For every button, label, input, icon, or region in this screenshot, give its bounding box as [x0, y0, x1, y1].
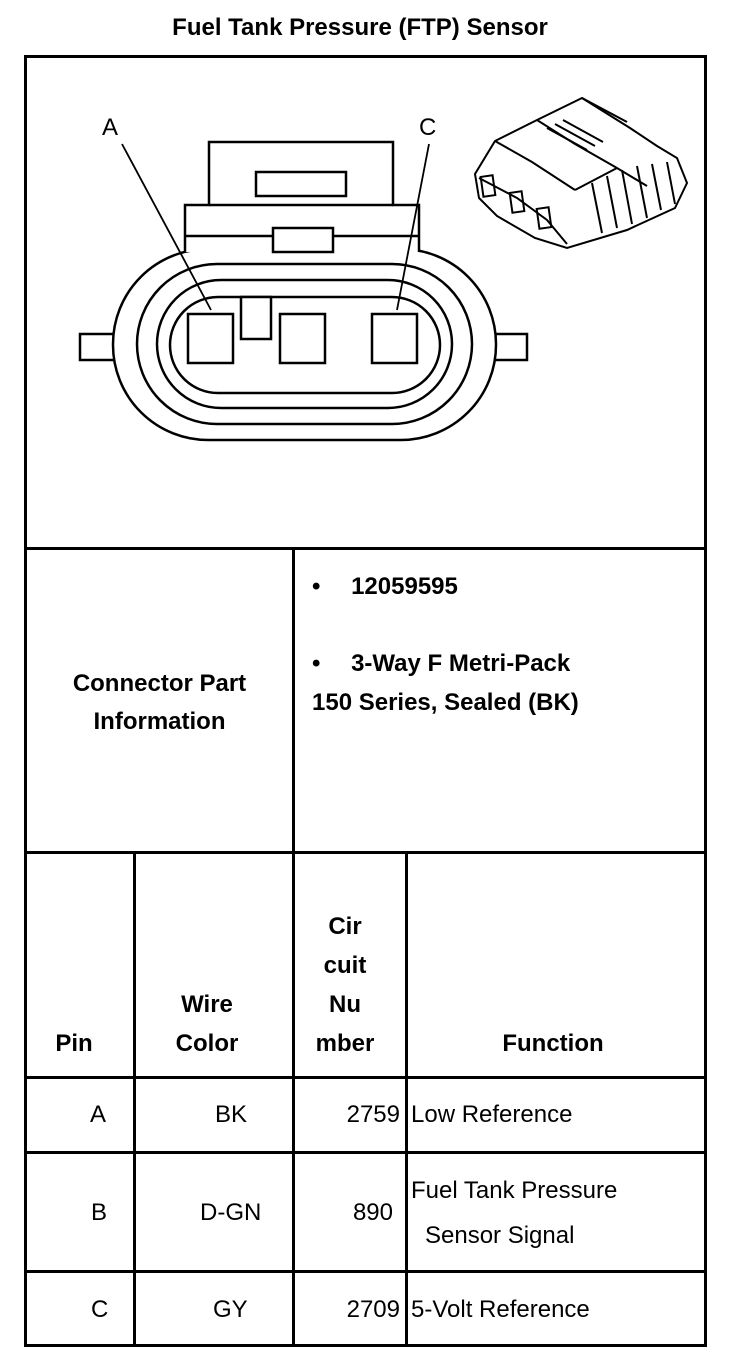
terminal-cavity-a: [186, 312, 235, 365]
header-wire-color: Wire Color: [136, 985, 278, 1063]
row-b-function-line1: Fuel Tank Pressure: [411, 1177, 618, 1204]
header-circuit-line1: Cir: [328, 913, 362, 940]
connector-info-label-line2: Information: [93, 708, 226, 735]
connector-shell-inner: [155, 278, 454, 410]
header-circuit-line3: Nu: [329, 991, 361, 1018]
latch-window: [254, 170, 348, 198]
row-a-function: Low Reference: [411, 1101, 573, 1128]
row-b-function-line2: Sensor Signal: [425, 1222, 575, 1249]
connector-shell-cavity: [168, 295, 442, 395]
row-b-pin: B: [91, 1199, 108, 1226]
divider: [405, 853, 408, 1347]
divider: [24, 1151, 707, 1154]
connector-isometric-sketch: [473, 96, 689, 250]
part-number: 12059595: [351, 573, 458, 600]
row-b-wire-color: D-GN: [200, 1199, 262, 1226]
connector-info-label: Connector Part Information: [27, 665, 292, 741]
row-b-circuit: 890: [352, 1199, 393, 1226]
divider: [292, 549, 295, 1347]
header-circuit-number: Cir cuit Nu mber: [295, 907, 395, 1063]
description-line1: 3-Way F Metri-Pack: [351, 650, 571, 677]
keying-rib: [239, 295, 273, 341]
row-a-pin: A: [90, 1101, 107, 1128]
page-title: Fuel Tank Pressure (FTP) Sensor: [172, 14, 548, 41]
connector-ear-left: [78, 332, 118, 362]
divider: [24, 547, 707, 550]
connector-ear-right: [491, 332, 529, 362]
pin-label-a: A: [102, 114, 118, 141]
header-function: Function: [502, 1030, 604, 1057]
pin-label-c: C: [419, 114, 436, 141]
row-a-circuit: 2759: [346, 1101, 400, 1128]
divider: [24, 1270, 707, 1273]
divider: [24, 1076, 707, 1079]
row-c-function: 5-Volt Reference: [411, 1296, 590, 1323]
connector-table-frame: [24, 55, 707, 1347]
header-pin: Pin: [55, 1030, 93, 1057]
row-c-wire-color: GY: [213, 1296, 248, 1323]
connector-shell-mid: [135, 262, 474, 426]
divider: [133, 853, 136, 1347]
leader-line-a: [121, 143, 212, 311]
terminal-cavity-c: [370, 312, 419, 365]
leader-line-c: [396, 143, 430, 311]
bullet: •: [312, 650, 321, 677]
header-circuit-line2: cuit: [323, 952, 367, 979]
header-circuit-line4: mber: [315, 1030, 375, 1057]
row-c-circuit: 2709: [346, 1296, 400, 1323]
divider: [24, 851, 707, 854]
row-a-wire-color: BK: [215, 1101, 248, 1128]
bullet: •: [312, 573, 321, 600]
row-c-pin: C: [91, 1296, 109, 1323]
terminal-cavity-b: [278, 312, 327, 365]
header-wire-color-line2: Color: [175, 1030, 239, 1057]
connector-info-label-line1: Connector Part: [72, 670, 247, 697]
latch-tab: [271, 226, 335, 254]
header-wire-color-line1: Wire: [181, 991, 233, 1018]
bullet-part-number: • 12059595: [312, 573, 458, 601]
connector-diagram: A C: [78, 96, 689, 442]
bullet-description: • 3-Way F Metri-Pack: [312, 650, 570, 678]
description-line2: 150 Series, Sealed (BK): [312, 689, 579, 716]
